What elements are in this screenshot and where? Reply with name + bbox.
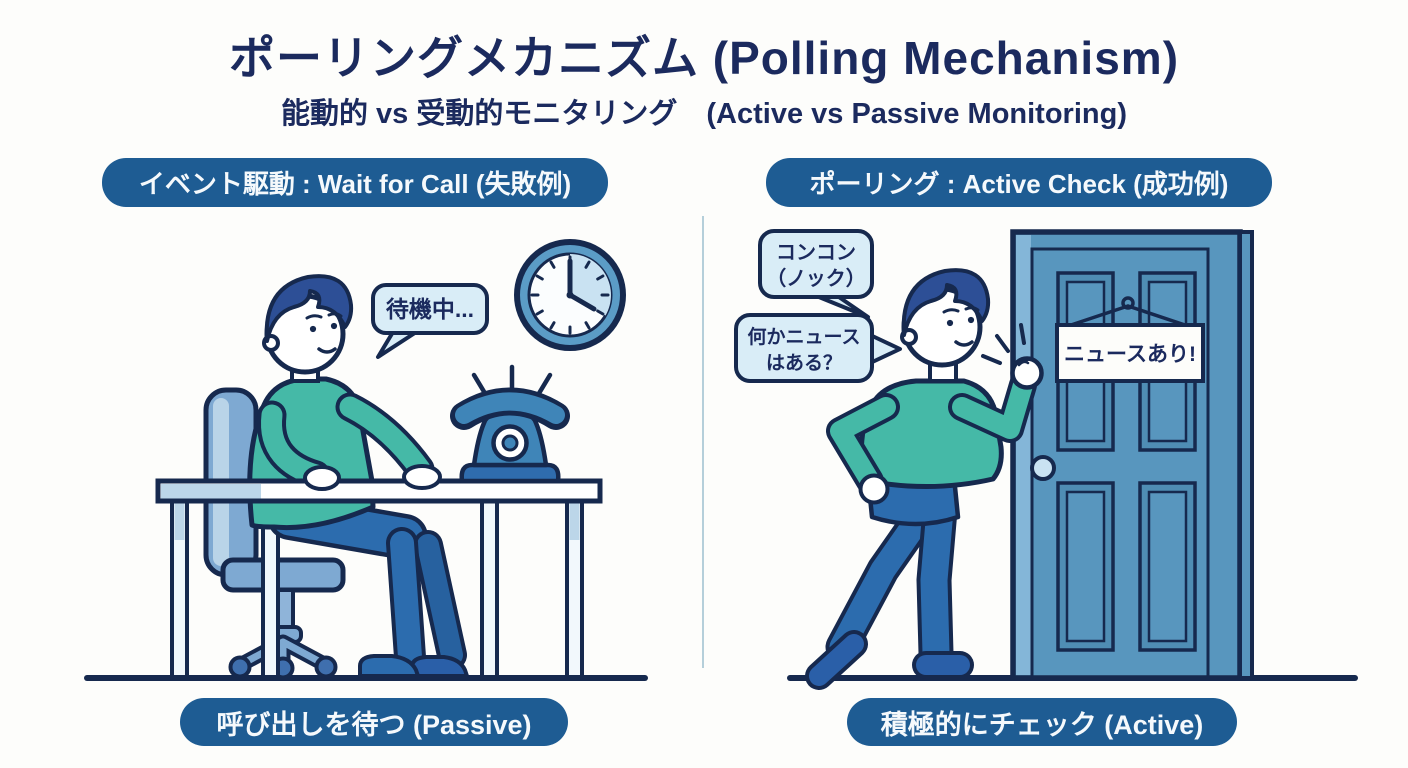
speech-bubble-waiting: 待機中...: [371, 283, 489, 359]
shoe-icon: [358, 654, 420, 678]
knocking-scene-illustration: ニュースあり!: [734, 229, 1358, 690]
hand: [303, 465, 341, 491]
hand: [402, 464, 442, 490]
question-bubble-line2: はある？: [766, 352, 842, 374]
speech-bubble-knock: コンコン （ノック）: [758, 229, 874, 319]
knock-bubble-line2: （ノック）: [766, 267, 866, 290]
waiting-bubble-text: 待機中...: [386, 296, 474, 322]
page-subtitle: 能動的 vs 受動的モニタリング (Active vs Passive Moni…: [281, 98, 1127, 130]
desk-legs: [170, 497, 584, 679]
left-panel-header-badge: イベント駆動 : Wait for Call (失敗例): [102, 158, 608, 207]
hair: [901, 268, 991, 337]
clock-icon: [514, 239, 626, 351]
telephone-icon: [450, 364, 570, 484]
right-panel-footer-badge: 積極的にチェック (Active): [847, 698, 1237, 746]
person-knocking: [805, 268, 1044, 690]
doorknob-icon: [1030, 455, 1056, 481]
left-panel-header-label: イベント駆動 : Wait for Call (失敗例): [138, 169, 572, 199]
fist: [858, 473, 890, 505]
desk: [155, 478, 603, 504]
door-sign-text: ニュースあり!: [1064, 343, 1196, 366]
right-panel-header-label: ポーリング : Active Check (成功例): [809, 169, 1229, 199]
question-bubble-line1: 何かニュース: [747, 325, 860, 348]
left-panel-footer-badge: 呼び出しを待つ (Passive): [180, 698, 568, 746]
right-panel-header-badge: ポーリング : Active Check (成功例): [766, 158, 1272, 207]
left-panel-footer-label: 呼び出しを待つ (Passive): [216, 709, 532, 740]
waiting-scene-illustration: 待機中...: [84, 239, 648, 681]
door-sign: ニュースあり!: [1055, 296, 1205, 383]
right-panel-footer-label: 積極的にチェック (Active): [880, 709, 1204, 740]
page-title: ポーリングメカニズム (Polling Mechanism): [228, 32, 1180, 84]
panel-divider: [702, 216, 704, 668]
knock-bubble-line1: コンコン: [776, 242, 856, 264]
knock-marks: [981, 323, 1026, 365]
hair: [264, 274, 354, 343]
speech-bubble-question: 何かニュース はある？: [734, 313, 902, 383]
shoe-icon: [410, 655, 469, 678]
